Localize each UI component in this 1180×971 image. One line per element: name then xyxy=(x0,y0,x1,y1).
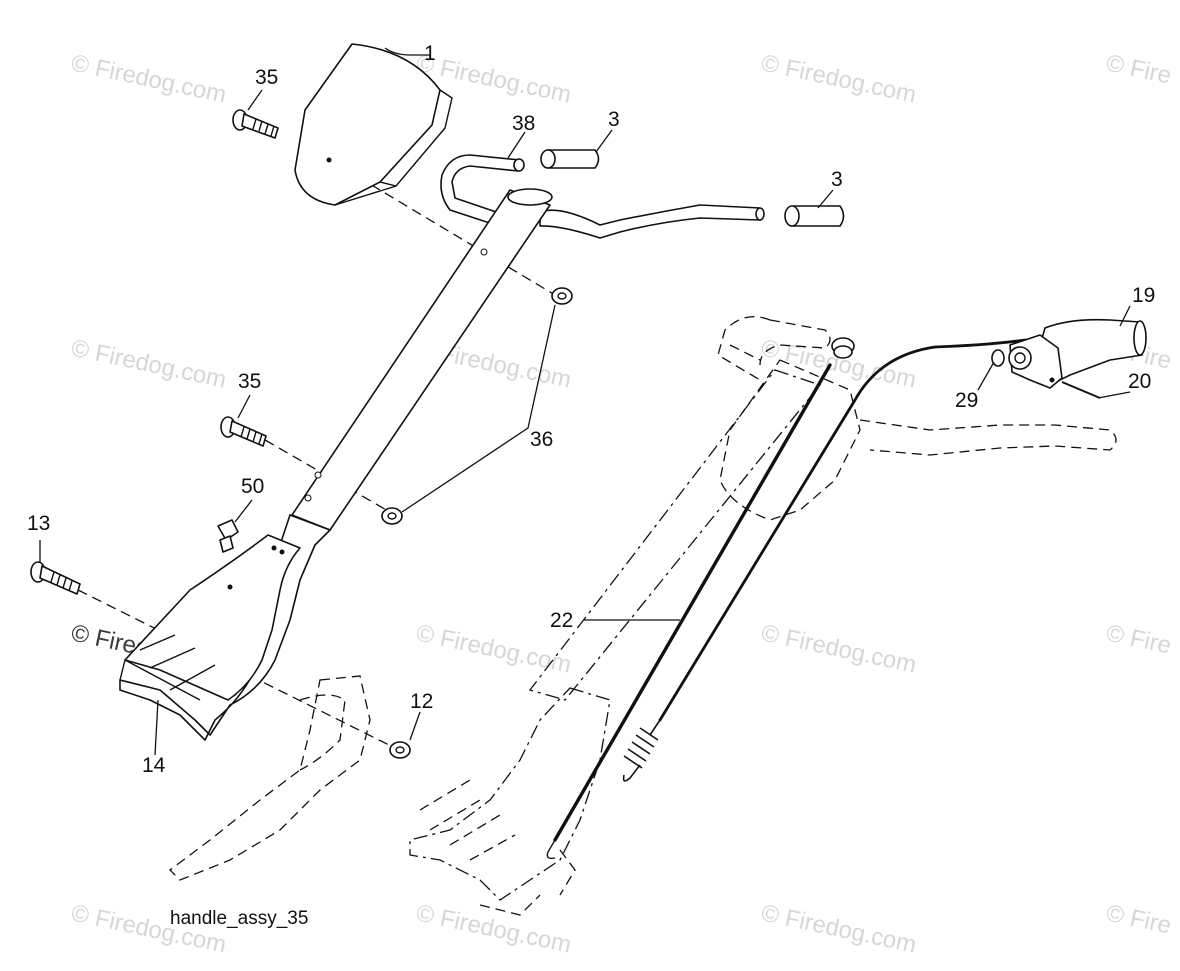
phantom-handlebar xyxy=(717,316,771,381)
grip-part-3 xyxy=(540,149,600,169)
callout-labels: 1 35 38 3 3 19 20 29 35 36 50 13 22 12 1… xyxy=(27,42,1155,777)
callout-1: 1 xyxy=(424,42,436,65)
carriage-bolt-part-35 xyxy=(220,416,267,447)
phantom-tube xyxy=(528,369,822,701)
control-rod-part-22 xyxy=(553,363,832,842)
flange-nut-part-12 xyxy=(389,741,411,759)
callout-35: 35 xyxy=(238,370,261,393)
phantom-lower-bracket xyxy=(409,687,611,901)
watermark: © Firedog.com xyxy=(759,899,919,958)
callout-20: 20 xyxy=(1128,370,1151,393)
watermark: © Firedog.com xyxy=(414,899,574,958)
watermark: © Firedog.com xyxy=(759,49,919,108)
lower-bracket-part-14 xyxy=(119,514,331,741)
watermark-edge: © Fire xyxy=(1104,619,1174,659)
cable-spring xyxy=(622,719,661,782)
callout-12: 12 xyxy=(410,690,433,713)
flange-nut-part-36 xyxy=(381,507,403,525)
callout-50: 50 xyxy=(241,475,264,498)
callout-29: 29 xyxy=(955,389,978,412)
callout-13: 13 xyxy=(27,512,50,535)
callout-22: 22 xyxy=(550,609,573,632)
phantom-lower-bracket xyxy=(479,849,576,916)
handlebar-part-38 xyxy=(440,154,765,239)
right-handle-assembly xyxy=(409,316,1147,916)
phantom-cover xyxy=(719,359,861,521)
carriage-bolt-part-13 xyxy=(30,561,81,595)
pin-part-20 xyxy=(1061,381,1101,399)
clip-part-50 xyxy=(217,519,239,553)
left-handle-assembly xyxy=(30,43,845,881)
throttle-lever-part-19 xyxy=(1008,318,1147,389)
watermark-edge: © Fire xyxy=(1104,49,1174,89)
phantom-mount-bracket xyxy=(169,675,371,881)
callout-38: 38 xyxy=(512,112,535,135)
watermark: © Firedog.com xyxy=(759,619,919,678)
phantom-lower-bracket-slots xyxy=(419,779,516,861)
control-rod-end xyxy=(546,839,556,860)
carriage-bolt-part-35 xyxy=(232,109,279,139)
callout-3: 3 xyxy=(608,108,620,131)
leader-lines xyxy=(39,47,1131,756)
grip-part-3 xyxy=(784,205,845,227)
callout-19: 19 xyxy=(1132,284,1155,307)
callout-36: 36 xyxy=(530,428,553,451)
watermark-layer: © Firedog.com © Firedog.com © Firedog.co… xyxy=(69,49,1174,958)
watermark: © Firedog.com xyxy=(69,334,229,393)
alignment-line xyxy=(329,159,561,299)
retaining-ring-part-29 xyxy=(991,349,1005,367)
callout-3: 3 xyxy=(831,168,843,191)
throttle-cable xyxy=(658,338,1027,722)
diagram-caption: handle_assy_35 xyxy=(170,908,308,929)
callout-35: 35 xyxy=(255,66,278,89)
callout-14: 14 xyxy=(142,754,166,777)
watermark: © Firedog.com xyxy=(69,49,229,108)
grommet xyxy=(831,337,855,359)
handle-cover-part-1 xyxy=(294,43,453,206)
phantom-handlebar xyxy=(859,419,1117,456)
flange-nut-part-36 xyxy=(551,287,573,305)
watermark-edge: © Fire xyxy=(1104,899,1174,939)
phantom-mount-bracket xyxy=(299,694,346,771)
